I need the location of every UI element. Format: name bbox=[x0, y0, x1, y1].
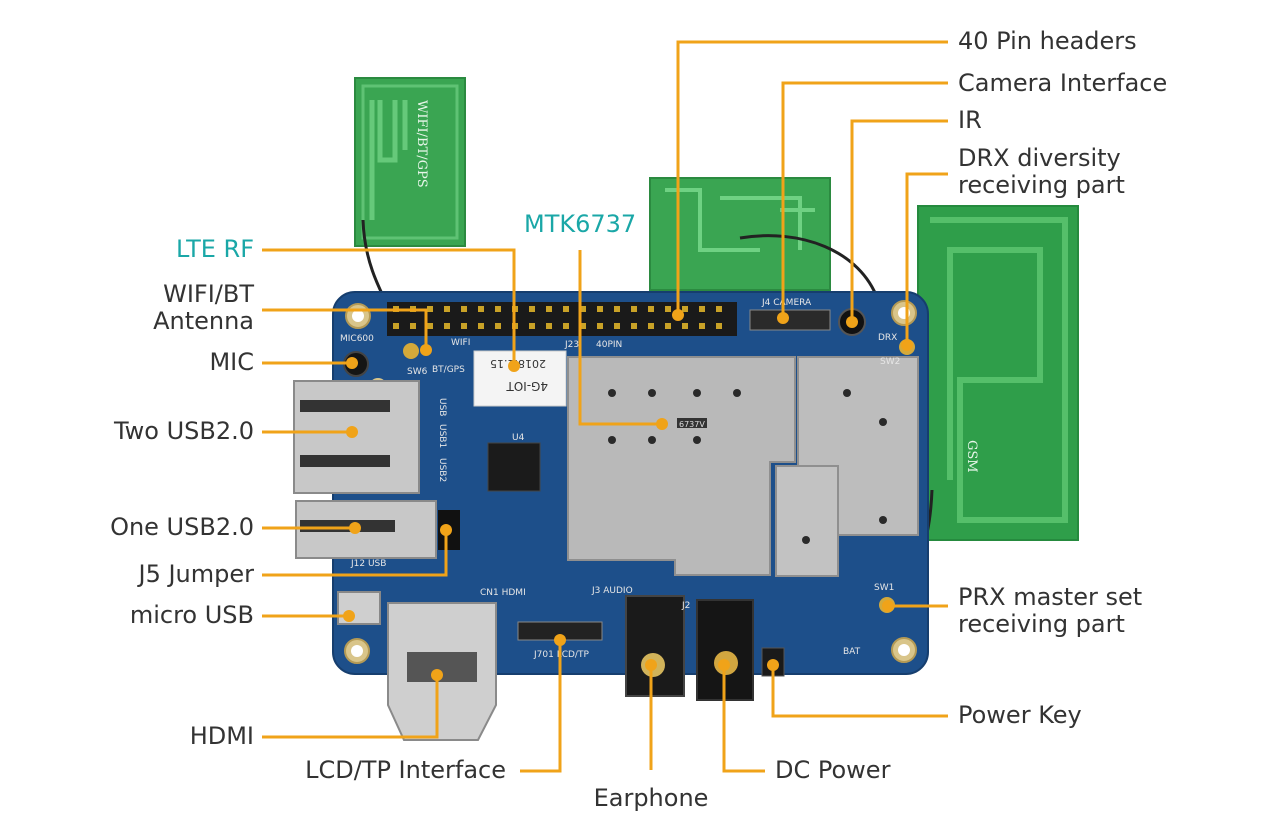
leader-lte bbox=[262, 248, 516, 366]
antenna-wifi-text: WIFI/BT/GPS bbox=[414, 100, 429, 188]
label-earphone: Earphone bbox=[593, 784, 709, 812]
soc-mark-text: 6737V bbox=[679, 420, 705, 429]
leader-dc bbox=[722, 665, 765, 773]
leader-pin-headers bbox=[676, 40, 948, 315]
sticker-name-text: 4G-IOT bbox=[506, 379, 548, 393]
silk-usb1: USB1 bbox=[437, 424, 447, 448]
label-camera-interface: Camera Interface bbox=[958, 69, 1168, 97]
silk-bat: BAT bbox=[843, 647, 861, 657]
label-j5-jumper: J5 Jumper bbox=[138, 560, 254, 588]
leader-power-key bbox=[771, 665, 948, 718]
label-prx-line1: PRX master set bbox=[958, 583, 1143, 611]
label-dc-power: DC Power bbox=[775, 756, 891, 784]
gsm-antenna: GSM bbox=[917, 205, 1079, 541]
leader-lines bbox=[262, 40, 948, 773]
label-mtk6737: MTK6737 bbox=[524, 210, 637, 238]
label-wifi-bt-line2: Antenna bbox=[153, 307, 254, 335]
label-lte-rf: LTE RF bbox=[176, 235, 254, 263]
silk-u4: U4 bbox=[512, 433, 525, 443]
leader-dots bbox=[343, 309, 913, 681]
label-hdmi: HDMI bbox=[189, 722, 254, 750]
silk-j4: J4 CAMERA bbox=[761, 298, 812, 308]
label-prx-line2: receiving part bbox=[958, 610, 1125, 638]
silk-sw1: SW1 bbox=[874, 583, 894, 593]
pcb-board: 2018.1.15 4G-IOT 6737V bbox=[293, 291, 929, 741]
antenna-gsm-text: GSM bbox=[964, 440, 979, 473]
silk-j3: J3 AUDIO bbox=[591, 586, 633, 596]
label-drx-line2: receiving part bbox=[958, 171, 1125, 199]
label-wifi-bt-line1: WIFI/BT bbox=[163, 280, 254, 308]
label-drx: DRX diversity receiving part bbox=[958, 145, 1125, 199]
silk-j23: J23 bbox=[564, 340, 579, 350]
silk-sw6: SW6 bbox=[407, 367, 428, 377]
label-wifi-bt-antenna: WIFI/BT Antenna bbox=[153, 281, 254, 335]
top-center-antenna bbox=[649, 177, 831, 291]
label-drx-line1: DRX diversity bbox=[958, 144, 1121, 172]
silk-drx: DRX bbox=[878, 333, 897, 343]
leader-hdmi bbox=[262, 675, 439, 739]
silk-40pin: 40PIN bbox=[596, 340, 622, 350]
leader-camera bbox=[781, 81, 948, 318]
label-ir: IR bbox=[958, 106, 982, 134]
silk-wifi: WIFI bbox=[451, 338, 470, 348]
silk-usb2: USB2 bbox=[437, 458, 447, 482]
silk-sw2: SW2 bbox=[880, 357, 900, 367]
silk-cn1: CN1 HDMI bbox=[480, 588, 526, 598]
label-mic: MIC bbox=[209, 348, 254, 376]
label-one-usb: One USB2.0 bbox=[110, 513, 254, 541]
leader-mtk bbox=[578, 250, 662, 426]
leader-lcd bbox=[520, 640, 562, 773]
leader-drx bbox=[905, 172, 948, 345]
leader-j5 bbox=[262, 530, 448, 577]
label-two-usb: Two USB2.0 bbox=[113, 417, 254, 445]
silk-j2: J2 bbox=[681, 601, 690, 611]
label-pin-headers: 40 Pin headers bbox=[958, 27, 1137, 55]
wifi-bt-gps-antenna: WIFI/BT/GPS bbox=[354, 77, 466, 247]
leader-ir bbox=[850, 119, 948, 322]
label-prx: PRX master set receiving part bbox=[958, 584, 1142, 638]
label-micro-usb: micro USB bbox=[129, 601, 254, 629]
silk-btgps: BT/GPS bbox=[432, 365, 465, 375]
silk-usb: USB bbox=[437, 398, 447, 416]
label-power-key: Power Key bbox=[958, 701, 1082, 729]
label-lcd-tp: LCD/TP Interface bbox=[305, 756, 506, 784]
silk-j12: J12 USB bbox=[350, 559, 386, 569]
silk-mic: MIC600 bbox=[340, 334, 374, 344]
leader-wifi-bt bbox=[262, 308, 428, 350]
